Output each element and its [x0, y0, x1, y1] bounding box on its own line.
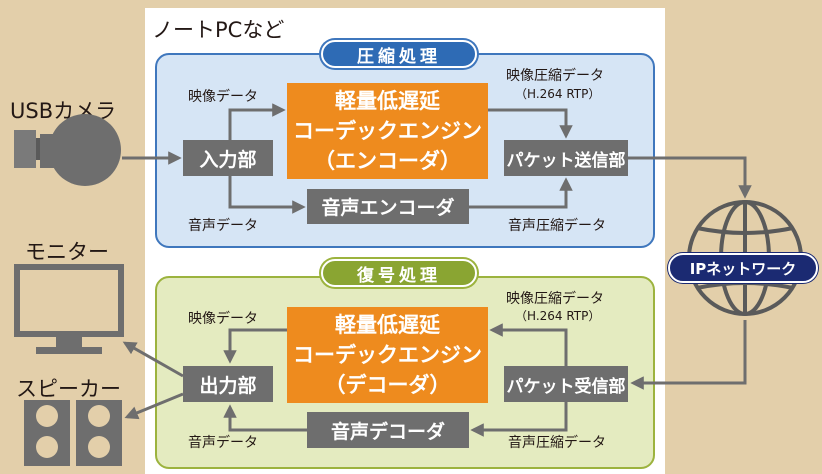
decode-title: 復号処理: [321, 259, 477, 287]
speaker-icon: [24, 400, 122, 466]
decoder-engine-line1: 軽量低遅延: [335, 313, 440, 337]
laptop-label: ノートPCなど: [152, 18, 285, 42]
output-unit-box: 出力部: [183, 366, 273, 402]
enc-audio-compressed-label: 音声圧縮データ: [508, 218, 606, 234]
enc-video-compressed-sub: （H.264 RTP）: [515, 87, 601, 101]
speaker-label: スピーカー: [16, 377, 121, 401]
dec-video-compressed-label: 映像圧縮データ: [506, 291, 604, 307]
enc-video-compressed-label: 映像圧縮データ: [506, 68, 604, 84]
packet-receiver-box: パケット受信部: [504, 366, 628, 402]
audio-encoder-box: 音声エンコーダ: [307, 189, 469, 224]
enc-video-data-label: 映像データ: [188, 89, 258, 105]
input-unit-box: 入力部: [183, 140, 273, 176]
encoder-engine-line2: コーデックエンジン: [293, 119, 482, 143]
monitor-icon: [14, 264, 124, 354]
decoder-engine-line2: コーデックエンジン: [293, 343, 482, 367]
decoder-engine-line3: （デコーダ）: [324, 373, 451, 397]
dec-audio-compressed-label: 音声圧縮データ: [508, 435, 606, 451]
dec-audio-data-label: 音声データ: [188, 435, 258, 451]
packet-sender-box: パケット送信部: [504, 140, 628, 176]
dec-video-data-label: 映像データ: [188, 311, 258, 327]
encoder-engine-line1: 軽量低遅延: [335, 89, 440, 113]
encoder-engine-box: 軽量低遅延 コーデックエンジン （エンコーダ）: [287, 83, 488, 179]
encode-title: 圧縮処理: [321, 40, 477, 68]
monitor-label: モニター: [25, 240, 109, 264]
ip-network-label: IPネットワーク: [668, 253, 818, 283]
dec-video-compressed-sub: （H.264 RTP）: [515, 309, 601, 323]
audio-decoder-box: 音声デコーダ: [307, 412, 469, 448]
encoder-engine-line3: （エンコーダ）: [314, 149, 461, 173]
decoder-engine-box: 軽量低遅延 コーデックエンジン （デコーダ）: [287, 307, 488, 403]
camera-icon: [14, 114, 121, 186]
enc-audio-data-label: 音声データ: [188, 218, 258, 234]
